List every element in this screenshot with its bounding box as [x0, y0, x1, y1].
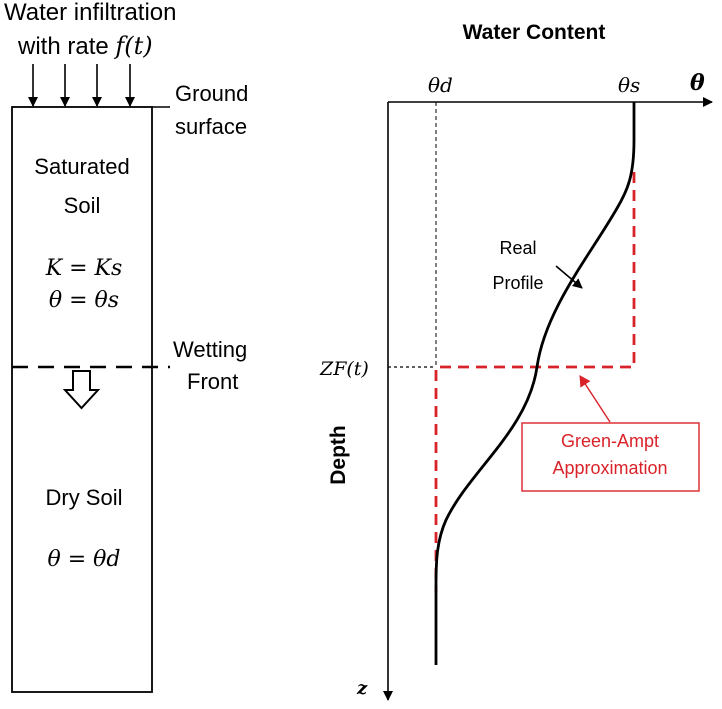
wetting-front-label-line2: Front [187, 369, 238, 394]
real-profile-curve [434, 102, 636, 665]
saturated-label-line1: Saturated [34, 154, 129, 179]
wetting-front-label-line1: Wetting [173, 337, 247, 362]
right-panel: Water Content θ θd θs z Depth ZF(t) Real… [319, 21, 713, 701]
wetting-front-down-arrow-icon [62, 370, 101, 410]
z-axis-symbol: z [356, 678, 368, 699]
green-ampt-step-profile [434, 172, 636, 592]
theta-s-label: θs [618, 73, 640, 97]
left-panel: Water infiltration with rate f(t) Ground… [4, 0, 248, 693]
green-ampt-label-line1: Green-Ampt [561, 431, 659, 451]
infiltration-label-line2: with rate f(t) [17, 32, 153, 60]
ground-surface-label-line1: Ground [175, 81, 248, 106]
green-ampt-label-box [521, 422, 700, 492]
saturated-equation-theta: θ = θs [49, 288, 119, 313]
green-ampt-pointer-arrow [579, 375, 611, 423]
real-profile-label-line1: Real [499, 238, 536, 258]
depth-axis-label: Depth [327, 425, 350, 485]
dry-equation: θ = θd [48, 547, 121, 572]
dry-soil-label: Dry Soil [45, 485, 122, 510]
real-profile-pointer-arrow [555, 265, 583, 289]
theta-d-label: θd [428, 73, 453, 97]
saturated-equation-k: K = Ks [45, 256, 123, 281]
real-profile-label-line2: Profile [492, 273, 543, 293]
infiltration-arrows [28, 64, 135, 107]
green-ampt-label-line2: Approximation [552, 458, 667, 478]
ground-surface-label-line2: surface [175, 114, 247, 139]
infiltration-label-line1: Water infiltration [4, 0, 177, 26]
soil-column [11, 106, 153, 693]
water-content-title: Water Content [463, 21, 606, 44]
saturated-label-line2: Soil [64, 193, 101, 218]
x-axis-symbol: θ [690, 70, 705, 96]
zf-label: ZF(t) [319, 358, 369, 380]
